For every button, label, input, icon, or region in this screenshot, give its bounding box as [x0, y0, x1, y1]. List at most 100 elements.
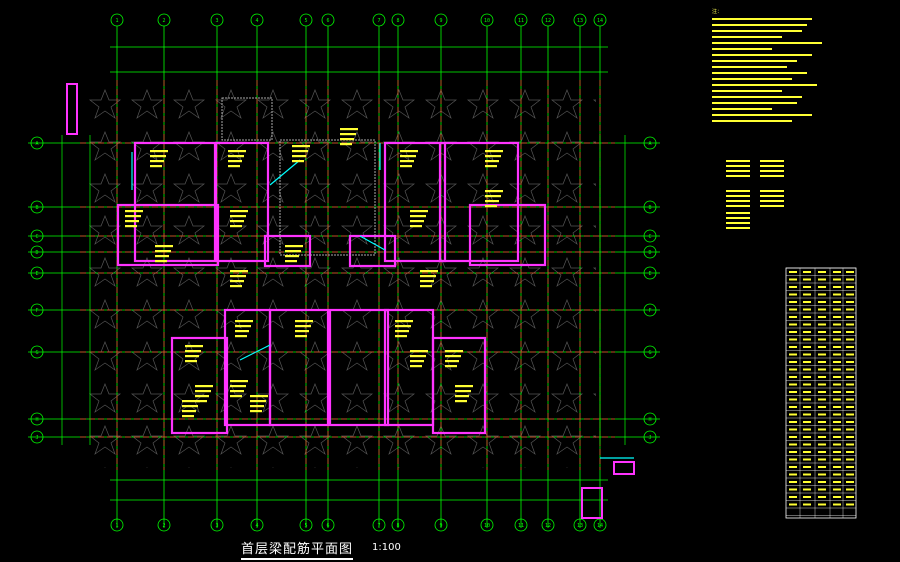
- table-cell-text: [803, 383, 811, 386]
- table-cell-text: [789, 443, 797, 446]
- rebar-annotation: [155, 245, 173, 248]
- rebar-annotation: [155, 260, 167, 263]
- note-line: [712, 120, 792, 122]
- table-cell-text: [846, 421, 854, 423]
- beam-line: [239, 344, 271, 361]
- rebar-annotation: [485, 195, 501, 198]
- rebar-annotation: [195, 400, 207, 403]
- table-cell-text: [833, 488, 841, 491]
- table-cell-text: [803, 361, 811, 363]
- core-hatch-top: [221, 97, 273, 141]
- table-cell-text: [803, 466, 811, 468]
- rebar-annotation: [420, 280, 434, 283]
- table-cell-text: [803, 473, 811, 476]
- grid-bubble-label: C: [648, 234, 651, 240]
- grid-bubble-label: C: [35, 234, 38, 240]
- table-cell-text: [789, 413, 797, 416]
- grid-bubble-label: D: [35, 250, 38, 256]
- table-cell-text: [803, 368, 811, 371]
- table-cell-text: [789, 331, 797, 333]
- bottom-detail: [581, 487, 603, 519]
- bottom-detail: [613, 461, 635, 475]
- table-cell-text: [833, 406, 841, 408]
- rebar-annotation: [155, 250, 171, 253]
- table-cell-text: [789, 458, 797, 461]
- rebar-annotation: [230, 385, 246, 388]
- table-cell-text: [846, 481, 854, 483]
- rebar-annotation: [445, 365, 457, 368]
- grid-bubble-label: 6: [326, 18, 329, 24]
- rebar-annotation: [230, 395, 242, 398]
- grid-bubble-label: B: [35, 205, 38, 211]
- table-cell-text: [789, 338, 797, 341]
- rebar-annotation: [182, 405, 198, 408]
- table-cell-text: [846, 368, 854, 371]
- wall-outline: [328, 308, 390, 427]
- rebar-annotation: [125, 225, 137, 228]
- table-cell-text: [833, 496, 841, 498]
- grid-bubble: [541, 518, 555, 532]
- table-cell-text: [789, 308, 797, 311]
- table-cell-text: [803, 451, 811, 453]
- rebar-annotation: [485, 205, 497, 208]
- grid-bubble-label: H: [648, 417, 651, 423]
- table-cell-text: [833, 286, 841, 288]
- rebar-annotation: [295, 330, 309, 333]
- grid-bubble-label: 4: [255, 523, 258, 529]
- table-cell-text: [846, 346, 854, 348]
- rebar-annotation: [295, 320, 313, 323]
- grid-bubble: [643, 245, 657, 259]
- grid-bubble-label: 13: [577, 523, 583, 529]
- grid-bubble: [573, 13, 587, 27]
- legend-text: [726, 165, 750, 167]
- note-line: [712, 18, 812, 20]
- rebar-annotation: [150, 150, 168, 153]
- table-cell-text: [803, 331, 811, 333]
- rebar-annotation: [125, 215, 141, 218]
- rebar-annotation: [485, 150, 503, 153]
- grid-bubble-label: A: [35, 141, 38, 147]
- rebar-annotation: [420, 275, 436, 278]
- table-cell-text: [846, 458, 854, 461]
- table-cell-text: [833, 503, 841, 506]
- table-cell-text: [803, 271, 811, 273]
- table-cell-text: [789, 361, 797, 363]
- table-cell-text: [818, 353, 826, 356]
- grid-bubble: [30, 266, 44, 280]
- table-cell-text: [789, 436, 797, 438]
- table-cell-text: [846, 496, 854, 498]
- grid-bubble-label: 12: [545, 523, 551, 529]
- table-cell-text: [833, 338, 841, 341]
- table-cell-text: [846, 436, 854, 438]
- wall-outline: [170, 336, 229, 435]
- rebar-annotation: [485, 190, 503, 193]
- rebar-annotation: [340, 133, 356, 136]
- grid-bubble: [321, 13, 335, 27]
- note-line: [712, 36, 782, 38]
- grid-bubble-label: G: [35, 350, 38, 356]
- table-cell-text: [833, 376, 841, 378]
- rebar-annotation: [250, 400, 266, 403]
- table-cell-text: [818, 458, 826, 461]
- grid-bubble-label: 1: [115, 18, 118, 24]
- grid-bubble: [593, 13, 607, 27]
- table-cell-text: [846, 316, 854, 318]
- left-detail: [66, 83, 78, 135]
- rebar-annotation: [185, 350, 201, 353]
- rebar-annotation: [150, 160, 164, 163]
- note-line: [712, 114, 812, 116]
- table-cell-text: [803, 323, 811, 326]
- rebar-annotation: [410, 210, 428, 213]
- rebar-annotation: [485, 160, 499, 163]
- grid-bubble-label: F: [35, 308, 38, 314]
- rebar-annotation: [285, 260, 297, 263]
- rebar-annotation: [395, 320, 413, 323]
- rebar-annotation: [228, 165, 240, 168]
- table-cell-text: [846, 278, 854, 281]
- grid-bubble: [110, 13, 124, 27]
- rebar-annotation: [292, 155, 306, 158]
- table-cell-text: [818, 503, 826, 506]
- rebar-annotation: [285, 250, 301, 253]
